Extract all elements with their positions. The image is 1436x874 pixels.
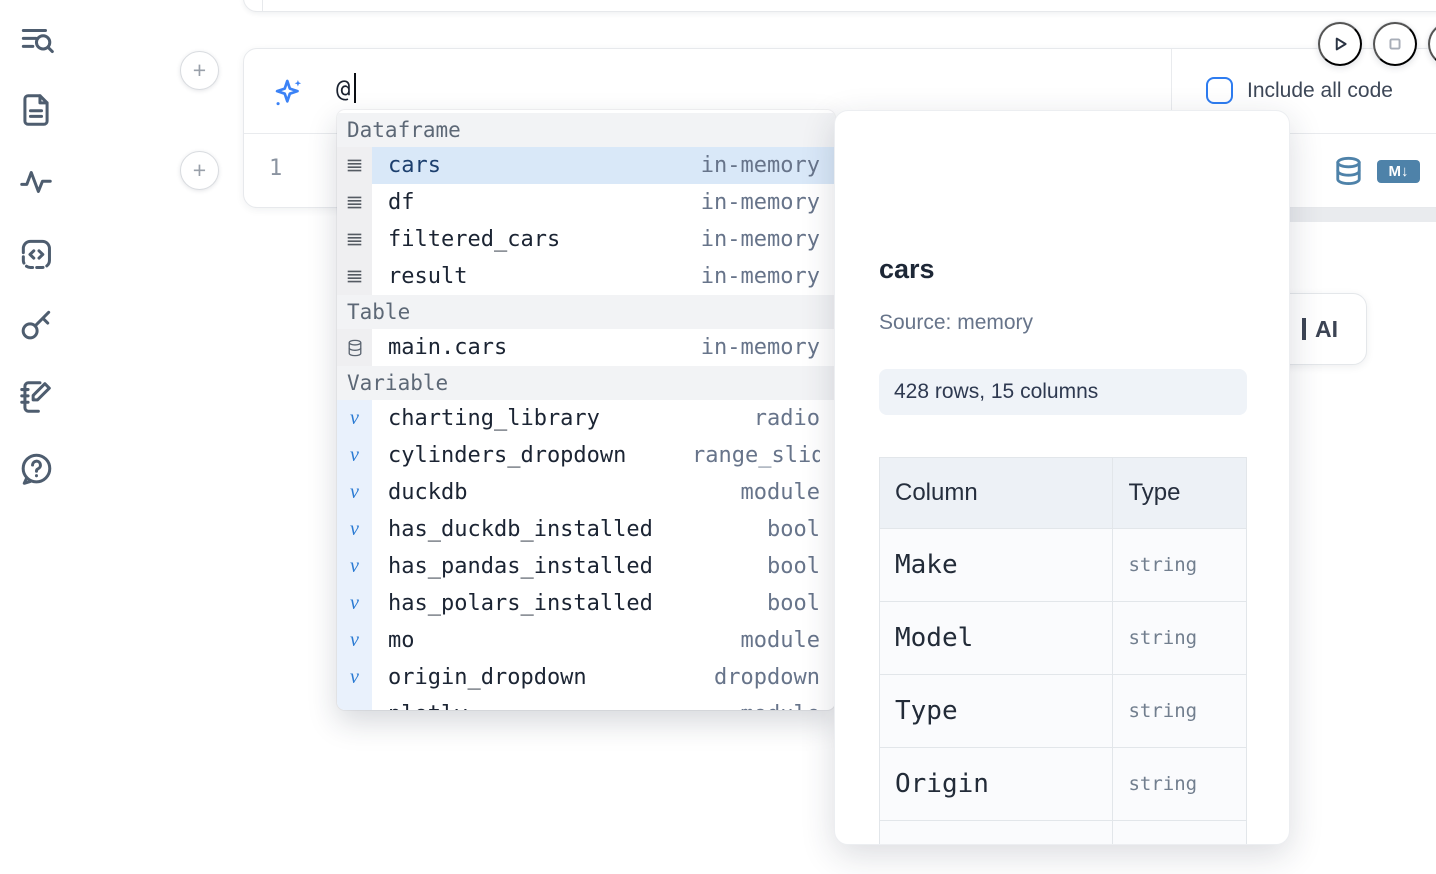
schema-header-type: Type (1112, 457, 1247, 529)
ai-sparkle-icon (271, 76, 305, 110)
ai-prompt-input[interactable]: @ (336, 75, 351, 103)
variable-icon: v (350, 629, 359, 651)
section-header-variable: Variable (337, 366, 835, 400)
stop-cell-button[interactable] (1373, 22, 1417, 66)
schema-row: Type string (879, 674, 1247, 748)
text-cursor (354, 73, 356, 103)
schema-row: Make string (879, 528, 1247, 602)
code-snippet-icon[interactable] (17, 235, 55, 273)
dataframe-icon (346, 194, 363, 211)
preview-schema-table: Column Type Make string Model string Typ… (879, 457, 1248, 844)
include-all-code-label: Include all code (1247, 78, 1393, 102)
schema-row: Model string (879, 601, 1247, 675)
preview-title: cars (879, 254, 935, 284)
section-header-table: Table (337, 295, 835, 329)
database-sources-icon[interactable] (1334, 156, 1363, 187)
variable-icon: v (350, 666, 359, 688)
previous-cell-edge (243, 0, 1436, 12)
activity-icon[interactable] (17, 163, 55, 201)
markdown-export-icon[interactable]: M↓ (1377, 160, 1420, 183)
include-all-code-toggle[interactable]: Include all code (1206, 77, 1393, 104)
preview-source: Source: memory (879, 311, 1034, 334)
schema-row: DriveTrain string (879, 820, 1247, 844)
variable-icon: v (350, 444, 359, 466)
variable-icon: v (350, 518, 359, 540)
document-icon[interactable] (17, 91, 55, 129)
variable-icon: v (350, 592, 359, 614)
variable-icon: v (350, 703, 359, 710)
autocomplete-item-clipped[interactable]: v plotlymodule (337, 696, 835, 710)
section-header-dataframe: Dataframe (337, 113, 835, 147)
variable-icon: v (350, 407, 359, 429)
include-all-code-checkbox[interactable] (1206, 77, 1233, 104)
sidebar (0, 0, 72, 874)
dataframe-icon (346, 268, 363, 285)
variable-icon: v (350, 481, 359, 503)
clipped-letter (1302, 318, 1306, 340)
schema-row: Origin string (879, 747, 1247, 821)
line-number: 1 (269, 156, 283, 181)
run-cell-button[interactable] (1318, 22, 1362, 66)
schema-header-column: Column (879, 457, 1114, 529)
variable-icon: v (350, 555, 359, 577)
code-editor-row[interactable]: 1 M↓ (244, 134, 1436, 208)
add-cell-below-button[interactable]: + (180, 151, 219, 190)
file-explorer-search-icon[interactable] (17, 21, 55, 59)
add-cell-above-button[interactable]: + (180, 51, 219, 90)
table-database-icon (347, 339, 363, 357)
key-icon[interactable] (17, 306, 55, 344)
help-chat-icon[interactable] (17, 450, 55, 488)
dataframe-icon (346, 157, 363, 174)
preview-shape-badge: 428 rows, 15 columns (879, 369, 1247, 415)
dataframe-preview-popup: cars Source: memory 428 rows, 15 columns… (834, 110, 1290, 845)
notebook-edit-icon[interactable] (17, 378, 55, 416)
cell-output-strip (1279, 208, 1436, 222)
dataframe-icon (346, 231, 363, 248)
